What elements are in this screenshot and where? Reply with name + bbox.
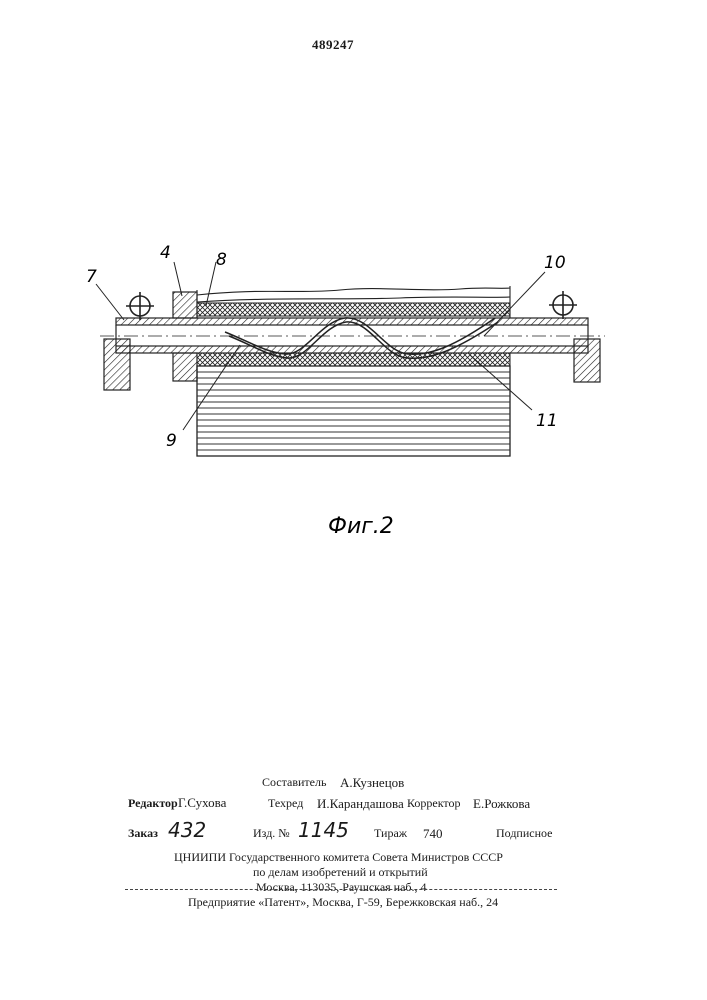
footer-divider xyxy=(125,889,557,890)
order-value: 432 xyxy=(168,818,206,842)
flange-top xyxy=(173,292,197,318)
callout-11: 11 xyxy=(536,411,558,431)
publisher-line-2: по делам изобретений и открытий xyxy=(253,865,428,880)
publisher-line-3: Москва, 113035, Раушская наб., 4 xyxy=(256,880,427,895)
subscription-note: Подписное xyxy=(496,826,553,841)
right-roller-icon xyxy=(549,291,577,319)
left-roller-icon xyxy=(126,292,154,320)
techred-label: Техред xyxy=(268,796,303,811)
lamination-stack xyxy=(197,366,510,456)
flange-bottom xyxy=(173,353,197,381)
corrector-name: Е.Рожкова xyxy=(473,796,530,812)
shaft-tube xyxy=(100,318,605,353)
callout-9: 9 xyxy=(166,431,177,451)
print-run-label: Тираж xyxy=(374,826,407,841)
technical-drawing: 7 4 8 10 9 11 Фиг.2 xyxy=(0,0,707,560)
editor-name: Г.Сухова xyxy=(178,795,226,811)
callout-8: 8 xyxy=(216,250,227,270)
lower-insulation xyxy=(197,353,510,366)
corrector-label: Корректор xyxy=(407,796,461,811)
order-label: Заказ xyxy=(128,826,158,841)
right-support xyxy=(574,339,600,382)
upper-insulation xyxy=(197,303,510,316)
compiler-name: А.Кузнецов xyxy=(340,775,404,791)
footer-enterprise: Предприятие «Патент», Москва, Г-59, Бере… xyxy=(188,895,498,910)
techred-name: И.Карандашова xyxy=(317,796,404,812)
print-run-value: 740 xyxy=(423,826,443,842)
left-support xyxy=(104,339,130,390)
compiler-label: Составитель xyxy=(262,775,326,790)
editor-label: Редактор xyxy=(128,796,178,811)
callout-4: 4 xyxy=(160,243,171,263)
callout-10: 10 xyxy=(544,253,566,273)
edition-label: Изд. № xyxy=(253,826,290,841)
figure-caption: Фиг.2 xyxy=(328,514,394,539)
edition-value: 1145 xyxy=(298,818,349,842)
callout-7: 7 xyxy=(86,267,97,287)
publisher-line-1: ЦНИИПИ Государственного комитета Совета … xyxy=(174,850,503,865)
